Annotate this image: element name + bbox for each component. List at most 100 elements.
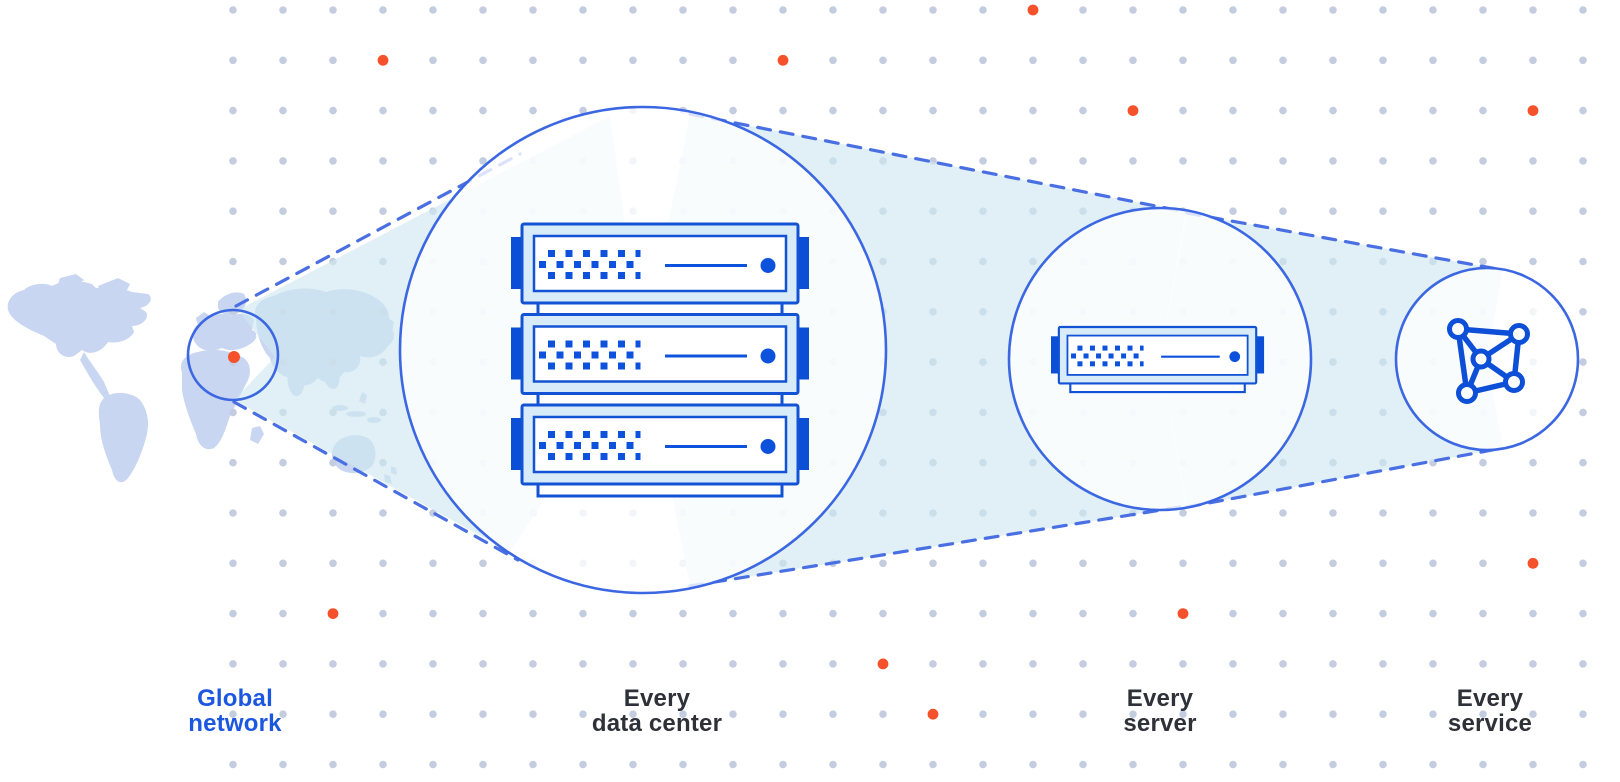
grid-dot	[679, 609, 687, 618]
grid-dot	[1079, 609, 1087, 618]
grid-dot	[1279, 6, 1287, 14]
grid-dot	[629, 760, 637, 769]
grid-dot	[1579, 559, 1587, 568]
grid-dot	[879, 609, 887, 618]
grid-dot	[1479, 207, 1487, 215]
grid-dot	[429, 660, 437, 668]
grid-dot	[1429, 106, 1437, 115]
grid-dot	[1029, 157, 1037, 165]
grid-dot	[1279, 207, 1287, 215]
map-africa	[180, 349, 250, 450]
grid-dot	[1029, 559, 1037, 568]
grid-dot	[1379, 559, 1387, 568]
grid-dot	[1229, 56, 1237, 65]
grid-dot	[229, 458, 237, 467]
grid-dot	[779, 710, 787, 718]
grid-dot	[329, 710, 337, 718]
server-rack-3	[509, 403, 811, 498]
grid-dot	[1579, 509, 1587, 517]
grid-dot	[1329, 559, 1337, 568]
orange-grid-dot	[927, 708, 939, 720]
grid-dot	[1579, 106, 1587, 115]
grid-dot	[1329, 6, 1337, 14]
grid-dot	[1129, 559, 1137, 568]
map-highlight-circle	[186, 308, 280, 402]
grid-dot	[379, 660, 387, 668]
grid-dot	[429, 157, 437, 165]
grid-dot	[1229, 660, 1237, 668]
grid-dot	[579, 6, 587, 14]
grid-dot	[1479, 458, 1487, 467]
grid-dot	[579, 710, 587, 718]
grid-dot	[379, 6, 387, 14]
grid-dot	[1529, 157, 1537, 165]
grid-dot	[729, 760, 737, 769]
grid-dot	[1379, 710, 1387, 718]
orange-grid-dot	[377, 54, 389, 66]
grid-dot	[229, 207, 237, 215]
grid-dot	[279, 710, 287, 718]
grid-dot	[279, 106, 287, 115]
grid-dot	[829, 760, 837, 769]
grid-dot	[1329, 660, 1337, 668]
grid-dot	[579, 609, 587, 618]
grid-dot	[479, 559, 487, 568]
grid-dot	[1229, 760, 1237, 769]
map-madagascar	[250, 426, 264, 444]
grid-dot	[1079, 6, 1087, 14]
grid-dot	[929, 56, 937, 65]
orange-grid-dot	[777, 54, 789, 66]
grid-dot	[1579, 6, 1587, 14]
grid-dot	[579, 660, 587, 668]
network-nodes	[1447, 318, 1530, 404]
map-europe	[192, 313, 257, 351]
grid-dot	[1429, 509, 1437, 517]
grid-dot	[479, 157, 487, 165]
grid-dot	[1329, 509, 1337, 517]
grid-dot	[879, 6, 887, 14]
grid-dot	[829, 106, 837, 115]
grid-dot	[1279, 710, 1287, 718]
server-rack-1	[509, 222, 811, 317]
grid-dot	[229, 106, 237, 115]
dash-top-map-to-datacenter	[234, 152, 522, 308]
label-line: data center	[591, 710, 723, 737]
grid-dot	[779, 609, 787, 618]
grid-dot	[629, 56, 637, 65]
grid-dot	[329, 106, 337, 115]
grid-dot	[1429, 609, 1437, 618]
grid-dot	[1579, 660, 1587, 668]
grid-dot	[279, 257, 287, 266]
grid-dot	[229, 257, 237, 266]
grid-dot	[379, 559, 387, 568]
grid-dot	[1429, 207, 1437, 215]
grid-dot	[1079, 760, 1087, 769]
grid-dot	[1129, 710, 1137, 718]
grid-dot	[979, 157, 987, 165]
grid-dot	[429, 559, 437, 568]
grid-dot	[1129, 609, 1137, 618]
grid-dot	[1479, 760, 1487, 769]
grid-dot	[929, 6, 937, 14]
orange-grid-dot	[1527, 557, 1539, 569]
label-line: service	[1447, 710, 1533, 737]
grid-dot	[1079, 710, 1087, 718]
grid-dot	[479, 609, 487, 618]
grid-dot	[1329, 710, 1337, 718]
grid-dot	[1479, 710, 1487, 718]
grid-dot	[729, 609, 737, 618]
grid-dot	[1079, 56, 1087, 65]
grid-dot	[279, 458, 287, 467]
grid-dot	[1429, 6, 1437, 14]
grid-dot	[1529, 257, 1537, 266]
grid-dot	[679, 710, 687, 718]
label-line: server	[1123, 710, 1197, 737]
grid-dot	[429, 106, 437, 115]
grid-dot	[329, 157, 337, 165]
grid-dot	[379, 207, 387, 215]
grid-dot	[1529, 609, 1537, 618]
grid-dot	[979, 760, 987, 769]
grid-dot	[1379, 6, 1387, 14]
